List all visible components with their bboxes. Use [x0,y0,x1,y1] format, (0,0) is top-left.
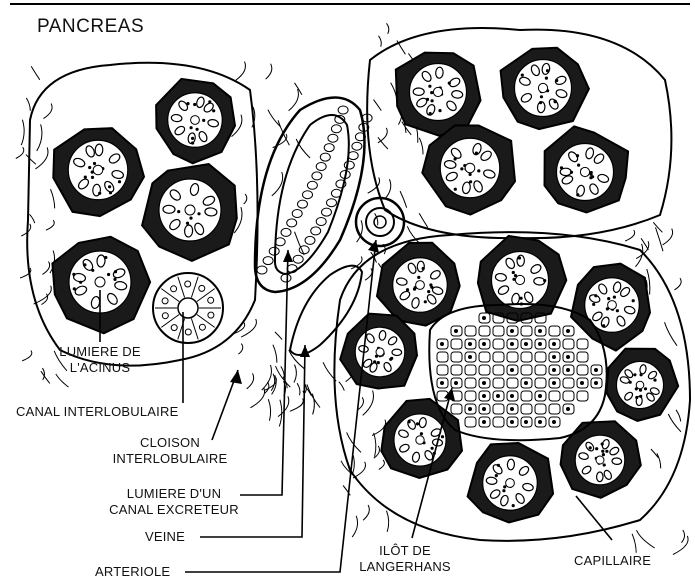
arrowhead-veine [300,345,310,357]
acinus [606,349,678,421]
label-lumiere-acinus-line2: L'ACINUS [45,360,155,376]
label-canal-interlobulaire: CANAL INTERLOBULAIRE [16,404,178,420]
acinus [53,128,144,216]
label-cloison-line1: CLOISON [110,435,230,451]
acinus [478,236,566,321]
label-lumiere-canal-line2: CANAL EXCRETEUR [108,502,240,518]
acinus [377,243,460,326]
arrowhead-cloison [230,370,242,384]
label-lumiere-canal-excreteur: LUMIERE D'UN CANAL EXCRETEUR [108,486,240,518]
islet-cells [437,313,602,427]
label-lumiere-acinus-line1: LUMIERE DE [45,344,155,360]
arrowhead-arteriole [368,240,379,253]
label-ilot-line2: LANGERHANS [345,559,465,575]
interlobular-canal-cells [155,277,221,340]
acinus [52,237,150,333]
label-veine: VEINE [145,529,185,545]
interlobular-canal [153,273,223,343]
label-lumiere-acinus: LUMIERE DE L'ACINUS [45,344,155,376]
acinus [396,53,481,136]
acinus [501,48,589,129]
acinus [561,421,641,498]
label-lumiere-canal-line1: LUMIERE D'UN [108,486,240,502]
label-cloison-line2: INTERLOBULAIRE [110,451,230,467]
acinus [340,314,417,389]
acinus [156,79,235,163]
arrowhead-ilot [444,388,455,401]
arteriole-vessel [356,198,404,246]
label-arteriole: ARTERIOLE [95,564,170,580]
arrowhead-lumiere-canal [283,250,293,262]
acinus [468,443,553,522]
acinus [422,125,515,214]
label-cloison-interlobulaire: CLOISON INTERLOBULAIRE [110,435,230,467]
acinus [545,126,629,212]
acinus [571,264,650,351]
label-capillaire: CAPILLAIRE [574,553,651,569]
acinus [381,399,462,478]
label-ilot-line1: ILÔT DE [345,543,465,559]
label-ilot-langerhans: ILÔT DE LANGERHANS [345,543,465,575]
figure-title: PANCREAS [37,16,144,38]
acinus [142,164,237,261]
